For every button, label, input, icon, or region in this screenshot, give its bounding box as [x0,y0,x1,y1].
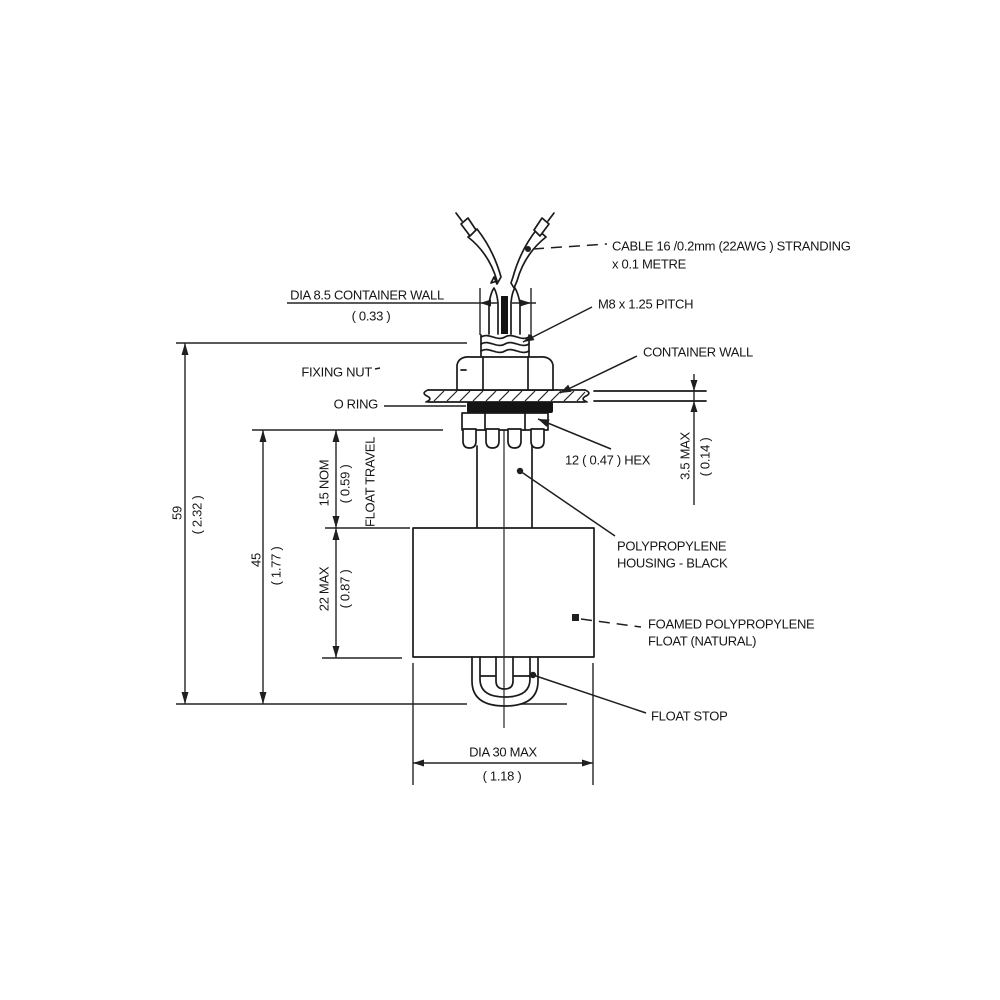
dim-travel-in: ( 0.59 ) [338,465,353,504]
o-ring [467,402,553,413]
cable-entry-stubs [488,287,521,335]
hex-annotation: 12 ( 0.47 ) HEX [537,418,651,468]
dim-float-dia: DIA 30 MAX ( 1.18 ) [412,663,594,785]
hex-label: 12 ( 0.47 ) HEX [565,453,651,468]
dim-overall-mm: 59 [170,506,185,520]
cable-left-wire [455,212,502,285]
float-leader-dot [572,614,579,621]
dim-hole-dia-in: ( 0.33 ) [352,309,391,324]
housing-label-line2: HOUSING - BLACK [617,556,728,571]
thread-annotation: M8 x 1.25 PITCH [522,297,694,343]
dim-body-mm: 45 [249,553,264,567]
container-wall-label: CONTAINER WALL [643,345,753,360]
dim-float-height-in: ( 0.87 ) [338,570,353,609]
stem [476,445,533,529]
dim-overall-length: 59 ( 2.32 ) [170,342,467,704]
dim-body-in: ( 1.77 ) [269,547,284,586]
dim-overall-in: ( 2.32 ) [190,496,205,535]
float-label-line1: FOAMED POLYPROPYLENE [648,617,815,632]
dim-travel-mm: 15 NOM [317,460,332,507]
container-wall-hatching [433,390,586,402]
cable-right-wire [510,212,555,289]
float-stop-annotation: FLOAT STOP [529,671,728,724]
thread [480,334,530,357]
collar-prongs [462,428,545,449]
dim-float-travel: 15 NOM ( 0.59 ) FLOAT TRAVEL [317,430,410,529]
dim-float-dia-in: ( 1.18 ) [483,769,522,784]
float-stop [471,656,539,707]
annotations: CABLE 16 /0.2mm (22AWG ) STRANDING x 0.1… [301,239,851,724]
cable-annotation: CABLE 16 /0.2mm (22AWG ) STRANDING x 0.1… [525,239,851,272]
o-ring-label: O RING [334,397,379,412]
cable-label-line2: x 0.1 METRE [612,257,687,272]
dim-travel-label: FLOAT TRAVEL [363,437,378,527]
fixing-nut-annotation: FIXING NUT [301,365,381,380]
dim-body-length: 45 ( 1.77 ) [249,429,443,704]
dim-hole-dia-mm: DIA 8.5 CONTAINER WALL [290,288,444,303]
hex-collar [461,412,549,431]
thread-label: M8 x 1.25 PITCH [598,297,693,312]
device [412,212,707,728]
float-stop-label: FLOAT STOP [651,709,727,724]
float-label-line2: FLOAT (NATURAL) [648,634,756,649]
dim-wall-in: ( 0.14 ) [698,438,713,477]
dim-float-dia-mm: DIA 30 MAX [469,745,537,760]
dim-float-height: 22 MAX ( 0.87 ) [317,528,402,659]
container-wall-annotation: CONTAINER WALL [559,345,753,394]
cable-leader-dot [525,246,531,252]
dim-float-height-mm: 22 MAX [317,566,332,611]
fixing-nut-label: FIXING NUT [301,365,372,380]
dim-wall-mm: 3.5 MAX [678,431,693,479]
cable-label-line1: CABLE 16 /0.2mm (22AWG ) STRANDING [612,239,851,254]
housing-label-line1: POLYPROPYLENE [617,539,727,554]
dimension-lines: 59 ( 2.32 ) 45 ( 1.77 ) 15 NOM ( 0.59 ) … [170,288,713,785]
housing-annotation: POLYPROPYLENE HOUSING - BLACK [516,467,728,571]
float-annotation: FOAMED POLYPROPYLENE FLOAT (NATURAL) [572,614,815,649]
fixing-nut [456,356,554,392]
dim-wall-thickness: 3.5 MAX ( 0.14 ) [678,374,713,505]
o-ring-annotation: O RING [334,397,466,412]
